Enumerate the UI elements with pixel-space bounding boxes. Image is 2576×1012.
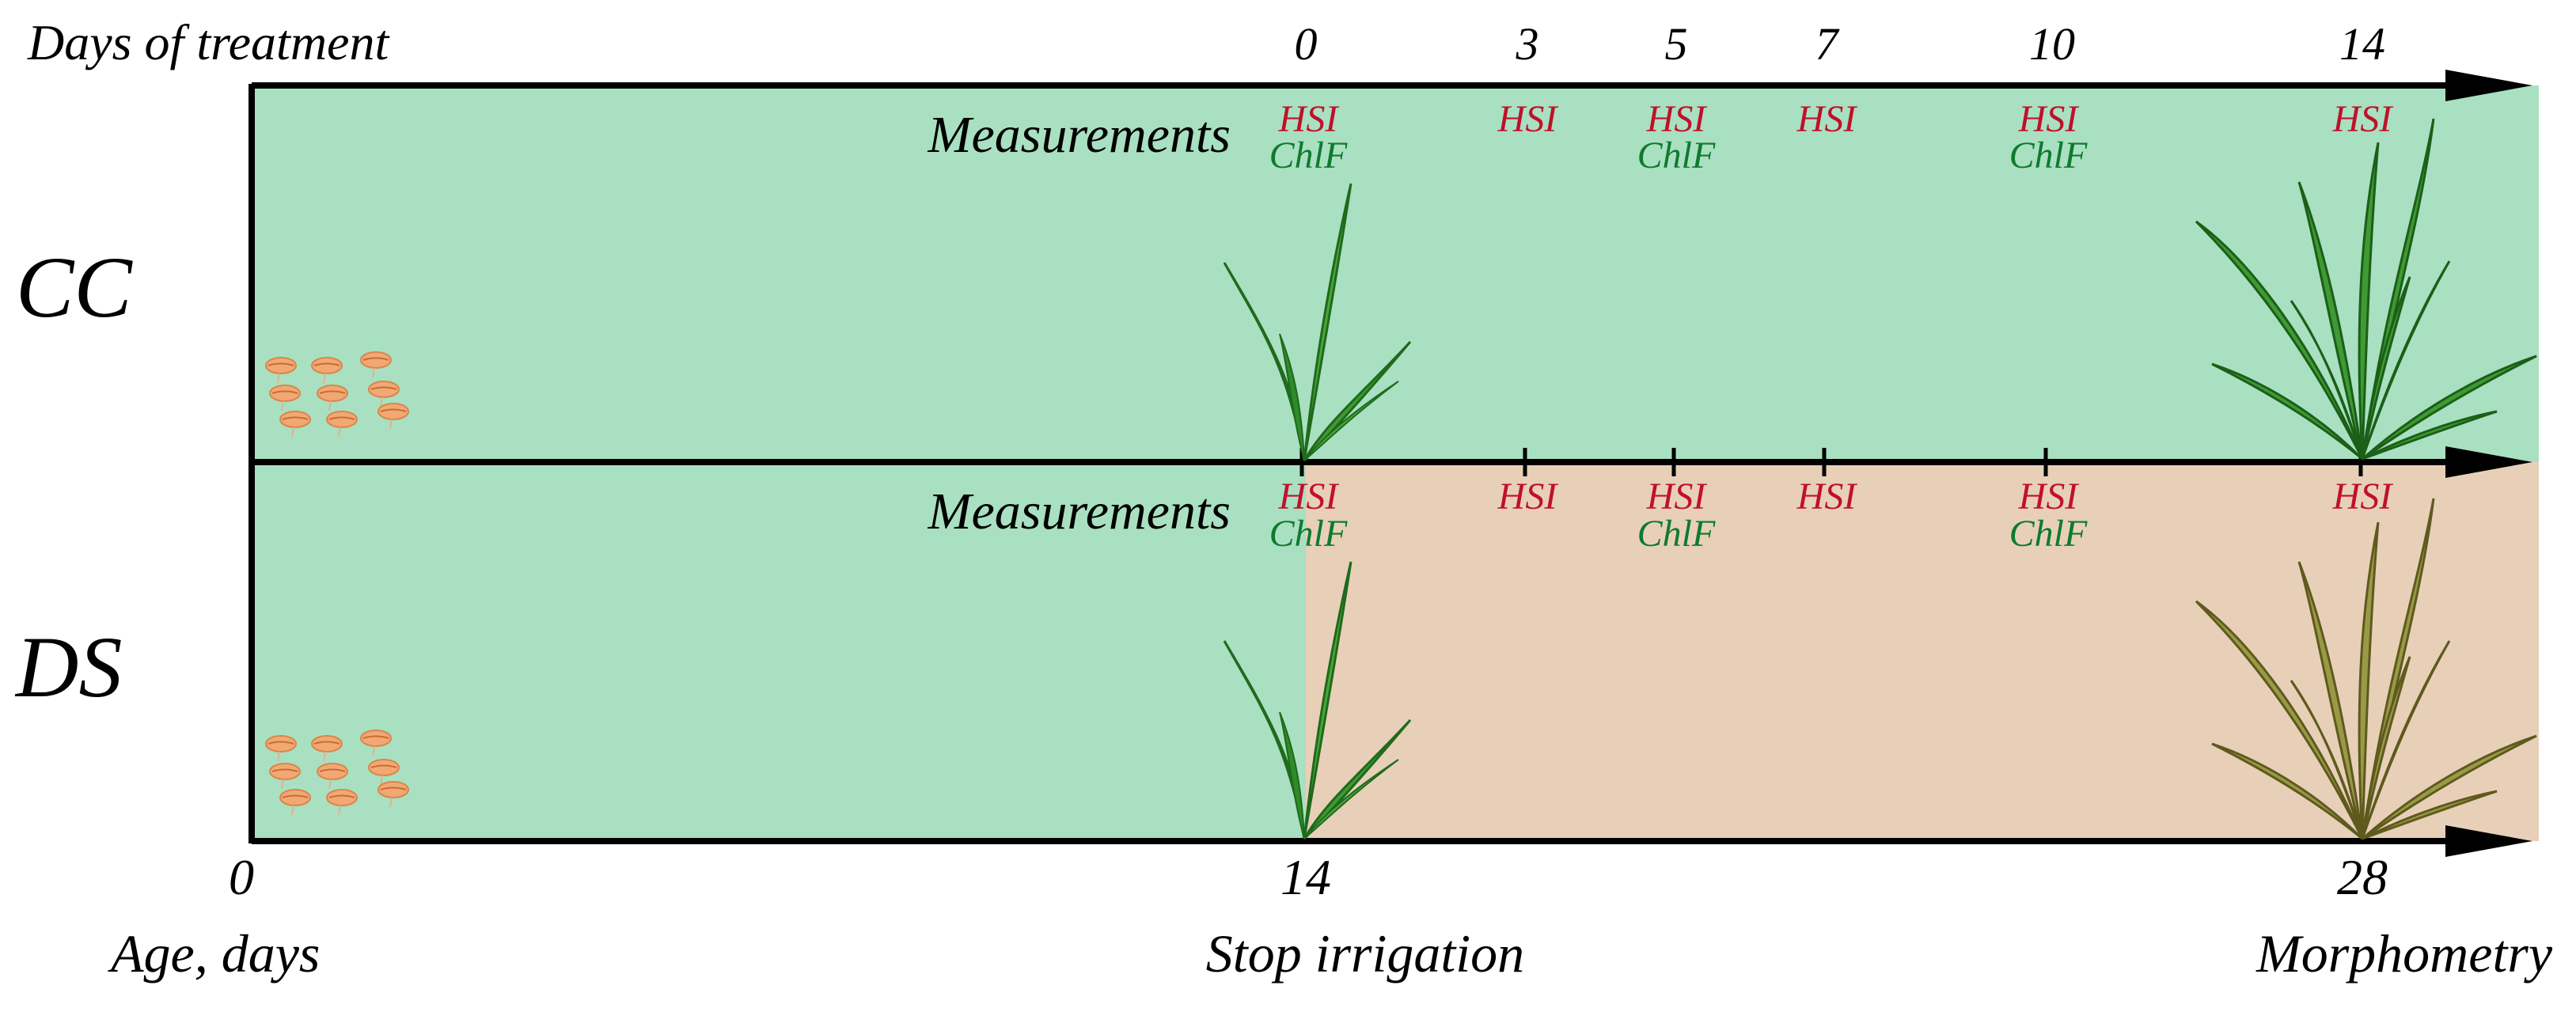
treatment-day-label: 0: [1295, 18, 1318, 70]
ds-measurement-marks: HSI ChlF HSI HSI ChlF HSI HSI ChlF HSI: [1269, 476, 2394, 555]
chlf-label: ChlF: [1269, 513, 1348, 555]
hsi-label: HSI: [2332, 98, 2394, 140]
hsi-label: HSI: [1278, 98, 1340, 140]
drought-pre-band-background: [252, 462, 1306, 841]
control-band-background: [252, 85, 2539, 462]
age-tick-label: 14: [1280, 849, 1331, 905]
stop-irrigation-label: Stop irrigation: [1206, 923, 1524, 984]
chlf-label: ChlF: [1637, 135, 1716, 176]
treatment-day-label: 10: [2029, 18, 2075, 70]
age-tick-label: 0: [229, 849, 254, 905]
hsi-label: HSI: [2018, 476, 2080, 517]
chlf-label: ChlF: [1637, 513, 1716, 555]
cc-measurements-label: Measurements: [928, 106, 1231, 164]
chlf-label: ChlF: [2009, 135, 2088, 176]
age-axis-title: Age, days: [108, 923, 320, 984]
hsi-label: HSI: [1497, 476, 1559, 517]
age-axis-labels: Age, days Stop irrigation Morphometry: [108, 923, 2553, 984]
timeline-title: Days of treatment: [27, 14, 390, 70]
cc-measurement-marks: HSI ChlF HSI HSI ChlF HSI HSI ChlF HSI: [1269, 98, 2394, 176]
hsi-label: HSI: [1796, 98, 1858, 140]
chlf-label: ChlF: [2009, 513, 2088, 555]
treatment-day-label: 7: [1815, 18, 1840, 70]
bottom-arrow: [252, 825, 2532, 857]
hsi-label: HSI: [1497, 98, 1559, 140]
treatment-day-labels: 0 3 5 7 10 14: [1295, 18, 2386, 70]
chlf-label: ChlF: [1269, 135, 1348, 176]
hsi-label: HSI: [1796, 476, 1858, 517]
treatment-day-label: 5: [1665, 18, 1688, 70]
group-label-ds: DS: [14, 619, 122, 715]
age-axis-ticks: 0 14 28: [229, 849, 2388, 905]
hsi-label: HSI: [1646, 476, 1708, 517]
hsi-label: HSI: [2332, 476, 2394, 517]
hsi-label: HSI: [2018, 98, 2080, 140]
morphometry-label: Morphometry: [2255, 923, 2553, 984]
middle-arrow: [252, 446, 2532, 478]
top-arrow: [252, 70, 2532, 101]
treatment-day-label: 14: [2339, 18, 2385, 70]
hsi-label: HSI: [1278, 476, 1340, 517]
age-tick-label: 28: [2337, 849, 2388, 905]
group-label-cc: CC: [16, 239, 133, 335]
hsi-label: HSI: [1646, 98, 1708, 140]
treatment-day-label: 3: [1516, 18, 1539, 70]
ds-measurements-label: Measurements: [928, 483, 1231, 540]
